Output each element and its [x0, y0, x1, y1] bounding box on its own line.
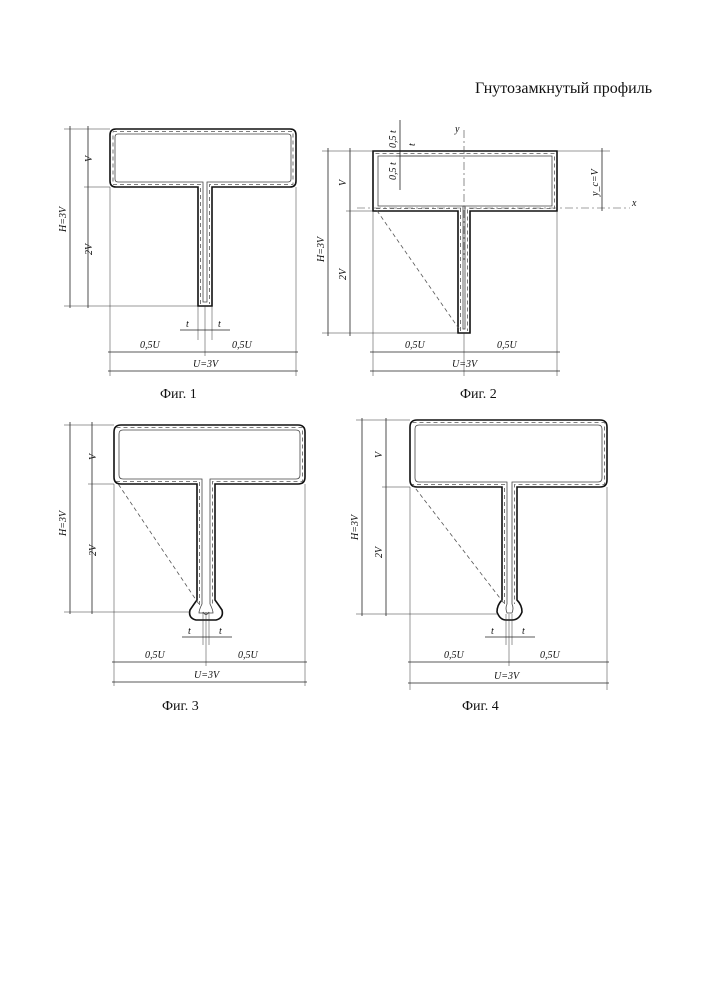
fig1-profile-inner [115, 134, 291, 302]
fig2-label-half-left: 0,5U [405, 340, 426, 351]
fig4-label-t-left: t [491, 626, 494, 637]
fig4-profile-inner [415, 425, 602, 613]
figure-4: V 2V H=3V t t 0,5U 0,5U U=3V Фиг. 4 [350, 418, 609, 714]
fig3-label-half-right: 0,5U [238, 650, 259, 661]
fig1-label-half-left: 0,5U [140, 340, 161, 351]
fig3-label-t-left: t [188, 626, 191, 637]
fig3-caption: Фиг. 3 [162, 699, 199, 714]
figure-2: y x y_c=V 0,5 t t 0,5 t V 2V H=3V 0,5U 0… [316, 120, 637, 402]
fig3-label-half-left: 0,5U [145, 650, 166, 661]
fig2-label-top-t: t [407, 143, 418, 146]
fig3-label-h: H=3V [58, 509, 69, 537]
fig2-label-half-right: 0,5U [497, 340, 518, 351]
fig3-label-2v: 2V [88, 543, 99, 556]
figure-1: V 2V H=3V t t 0,5U 0,5U U=3V Фиг. 1 [58, 126, 298, 402]
fig4-label-t-right: t [522, 626, 525, 637]
fig1-caption: Фиг. 1 [160, 387, 197, 402]
fig2-label-y: y [454, 124, 460, 135]
fig2-label-top-a: 0,5 t [388, 130, 399, 148]
fig3-profile-outline [114, 425, 305, 620]
fig4-label-2v: 2V [374, 545, 385, 558]
fig2-label-yc: y_c=V [590, 167, 601, 197]
fig1-label-v: V [84, 154, 95, 162]
fig3-label-v: V [88, 452, 99, 460]
fig4-label-v: V [374, 450, 385, 458]
fig1-label-t-left: t [186, 319, 189, 330]
fig2-profile-inner [378, 156, 552, 329]
fig1-label-t-right: t [218, 319, 221, 330]
fig3-midline [117, 428, 303, 606]
fig1-label-half-right: 0,5U [232, 340, 253, 351]
fig2-caption: Фиг. 2 [460, 387, 497, 402]
fig2-label-v: V [338, 178, 349, 186]
figure-3: V 2V H=3V t t 0,5U 0,5U U=3V Фиг. 3 [58, 422, 307, 714]
fig4-midline [413, 423, 605, 605]
fig1-label-h: H=3V [58, 205, 69, 233]
fig2-label-side-a: 0,5 t [388, 162, 399, 180]
fig2-label-total: U=3V [452, 359, 479, 370]
fig4-profile-outline [410, 420, 607, 620]
fig3-label-total: U=3V [194, 670, 221, 681]
fig4-label-half-left: 0,5U [444, 650, 465, 661]
fig1-label-2v: 2V [84, 242, 95, 255]
fig4-label-total: U=3V [494, 671, 521, 682]
fig4-label-h: H=3V [350, 513, 361, 541]
fig1-label-total: U=3V [193, 359, 220, 370]
fig3-label-t-right: t [219, 626, 222, 637]
fig4-caption: Фиг. 4 [462, 699, 499, 714]
fig4-label-half-right: 0,5U [540, 650, 561, 661]
fig3-profile-inner [119, 430, 300, 613]
fig2-label-2v: 2V [338, 267, 349, 280]
fig2-label-h: H=3V [316, 235, 327, 263]
fig2-label-x: x [631, 198, 637, 209]
